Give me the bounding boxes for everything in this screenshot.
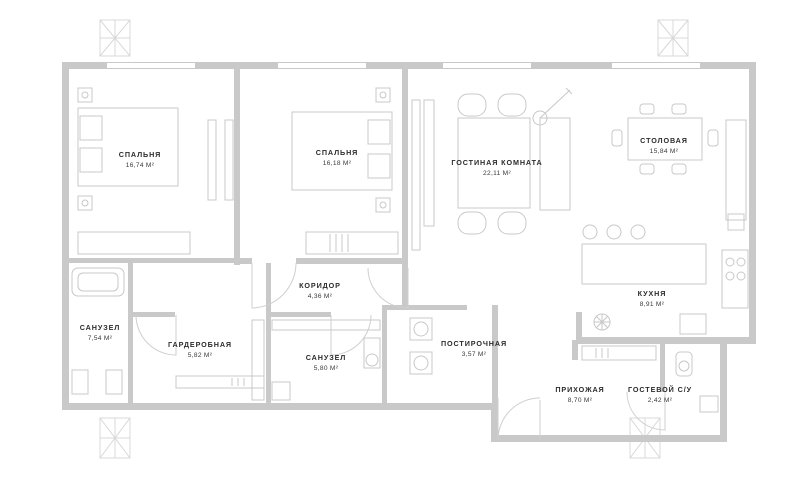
- room-area-bedroom2: 16,18 М²: [323, 160, 352, 167]
- tree-icon: [99, 19, 131, 57]
- room-name-bedroom2: СПАЛЬНЯ: [316, 148, 359, 157]
- room-area-guest-wc: 2,42 М²: [648, 397, 673, 404]
- room-name-dining: СТОЛОВАЯ: [640, 136, 688, 145]
- doors: [135, 262, 666, 441]
- room-area-bath1: 7,54 М²: [88, 335, 113, 342]
- walls: [62, 62, 756, 442]
- room-name-laundry: ПОСТИРОЧНАЯ: [441, 339, 507, 348]
- room-area-bath2: 5,80 М²: [314, 365, 339, 372]
- room-area-hall: 8,70 М²: [568, 397, 593, 404]
- room-area-kitchen: 8,91 М²: [640, 301, 665, 308]
- tree-icon: [99, 417, 131, 459]
- room-area-living: 22,11 М²: [483, 170, 511, 177]
- room-name-living: ГОСТИНАЯ КОМНАТА: [451, 158, 542, 167]
- tree-icon: [657, 19, 689, 57]
- room-area-dining: 15,84 М²: [650, 148, 679, 155]
- room-name-guest-wc: ГОСТЕВОЙ С/У: [628, 385, 692, 394]
- room-name-bedroom1: СПАЛЬНЯ: [119, 150, 162, 159]
- room-area-wardrobe: 5,82 М²: [188, 352, 213, 359]
- room-area-laundry: 3,57 М²: [462, 351, 487, 358]
- room-name-hall: ПРИХОЖАЯ: [555, 385, 604, 394]
- room-name-bath1: САНУЗЕЛ: [80, 323, 121, 332]
- room-labels: СПАЛЬНЯ 16,74 М² СПАЛЬНЯ 16,18 М² ГОСТИН…: [80, 136, 692, 404]
- room-name-kitchen: КУХНЯ: [638, 289, 667, 298]
- room-name-bath2: САНУЗЕЛ: [306, 353, 347, 362]
- room-area-bedroom1: 16,74 М²: [126, 162, 155, 169]
- furniture: [71, 87, 749, 413]
- room-area-corridor: 4,36 М²: [308, 293, 333, 300]
- room-name-wardrobe: ГАРДЕРОБНАЯ: [168, 340, 232, 349]
- room-name-corridor: КОРИДОР: [299, 281, 341, 290]
